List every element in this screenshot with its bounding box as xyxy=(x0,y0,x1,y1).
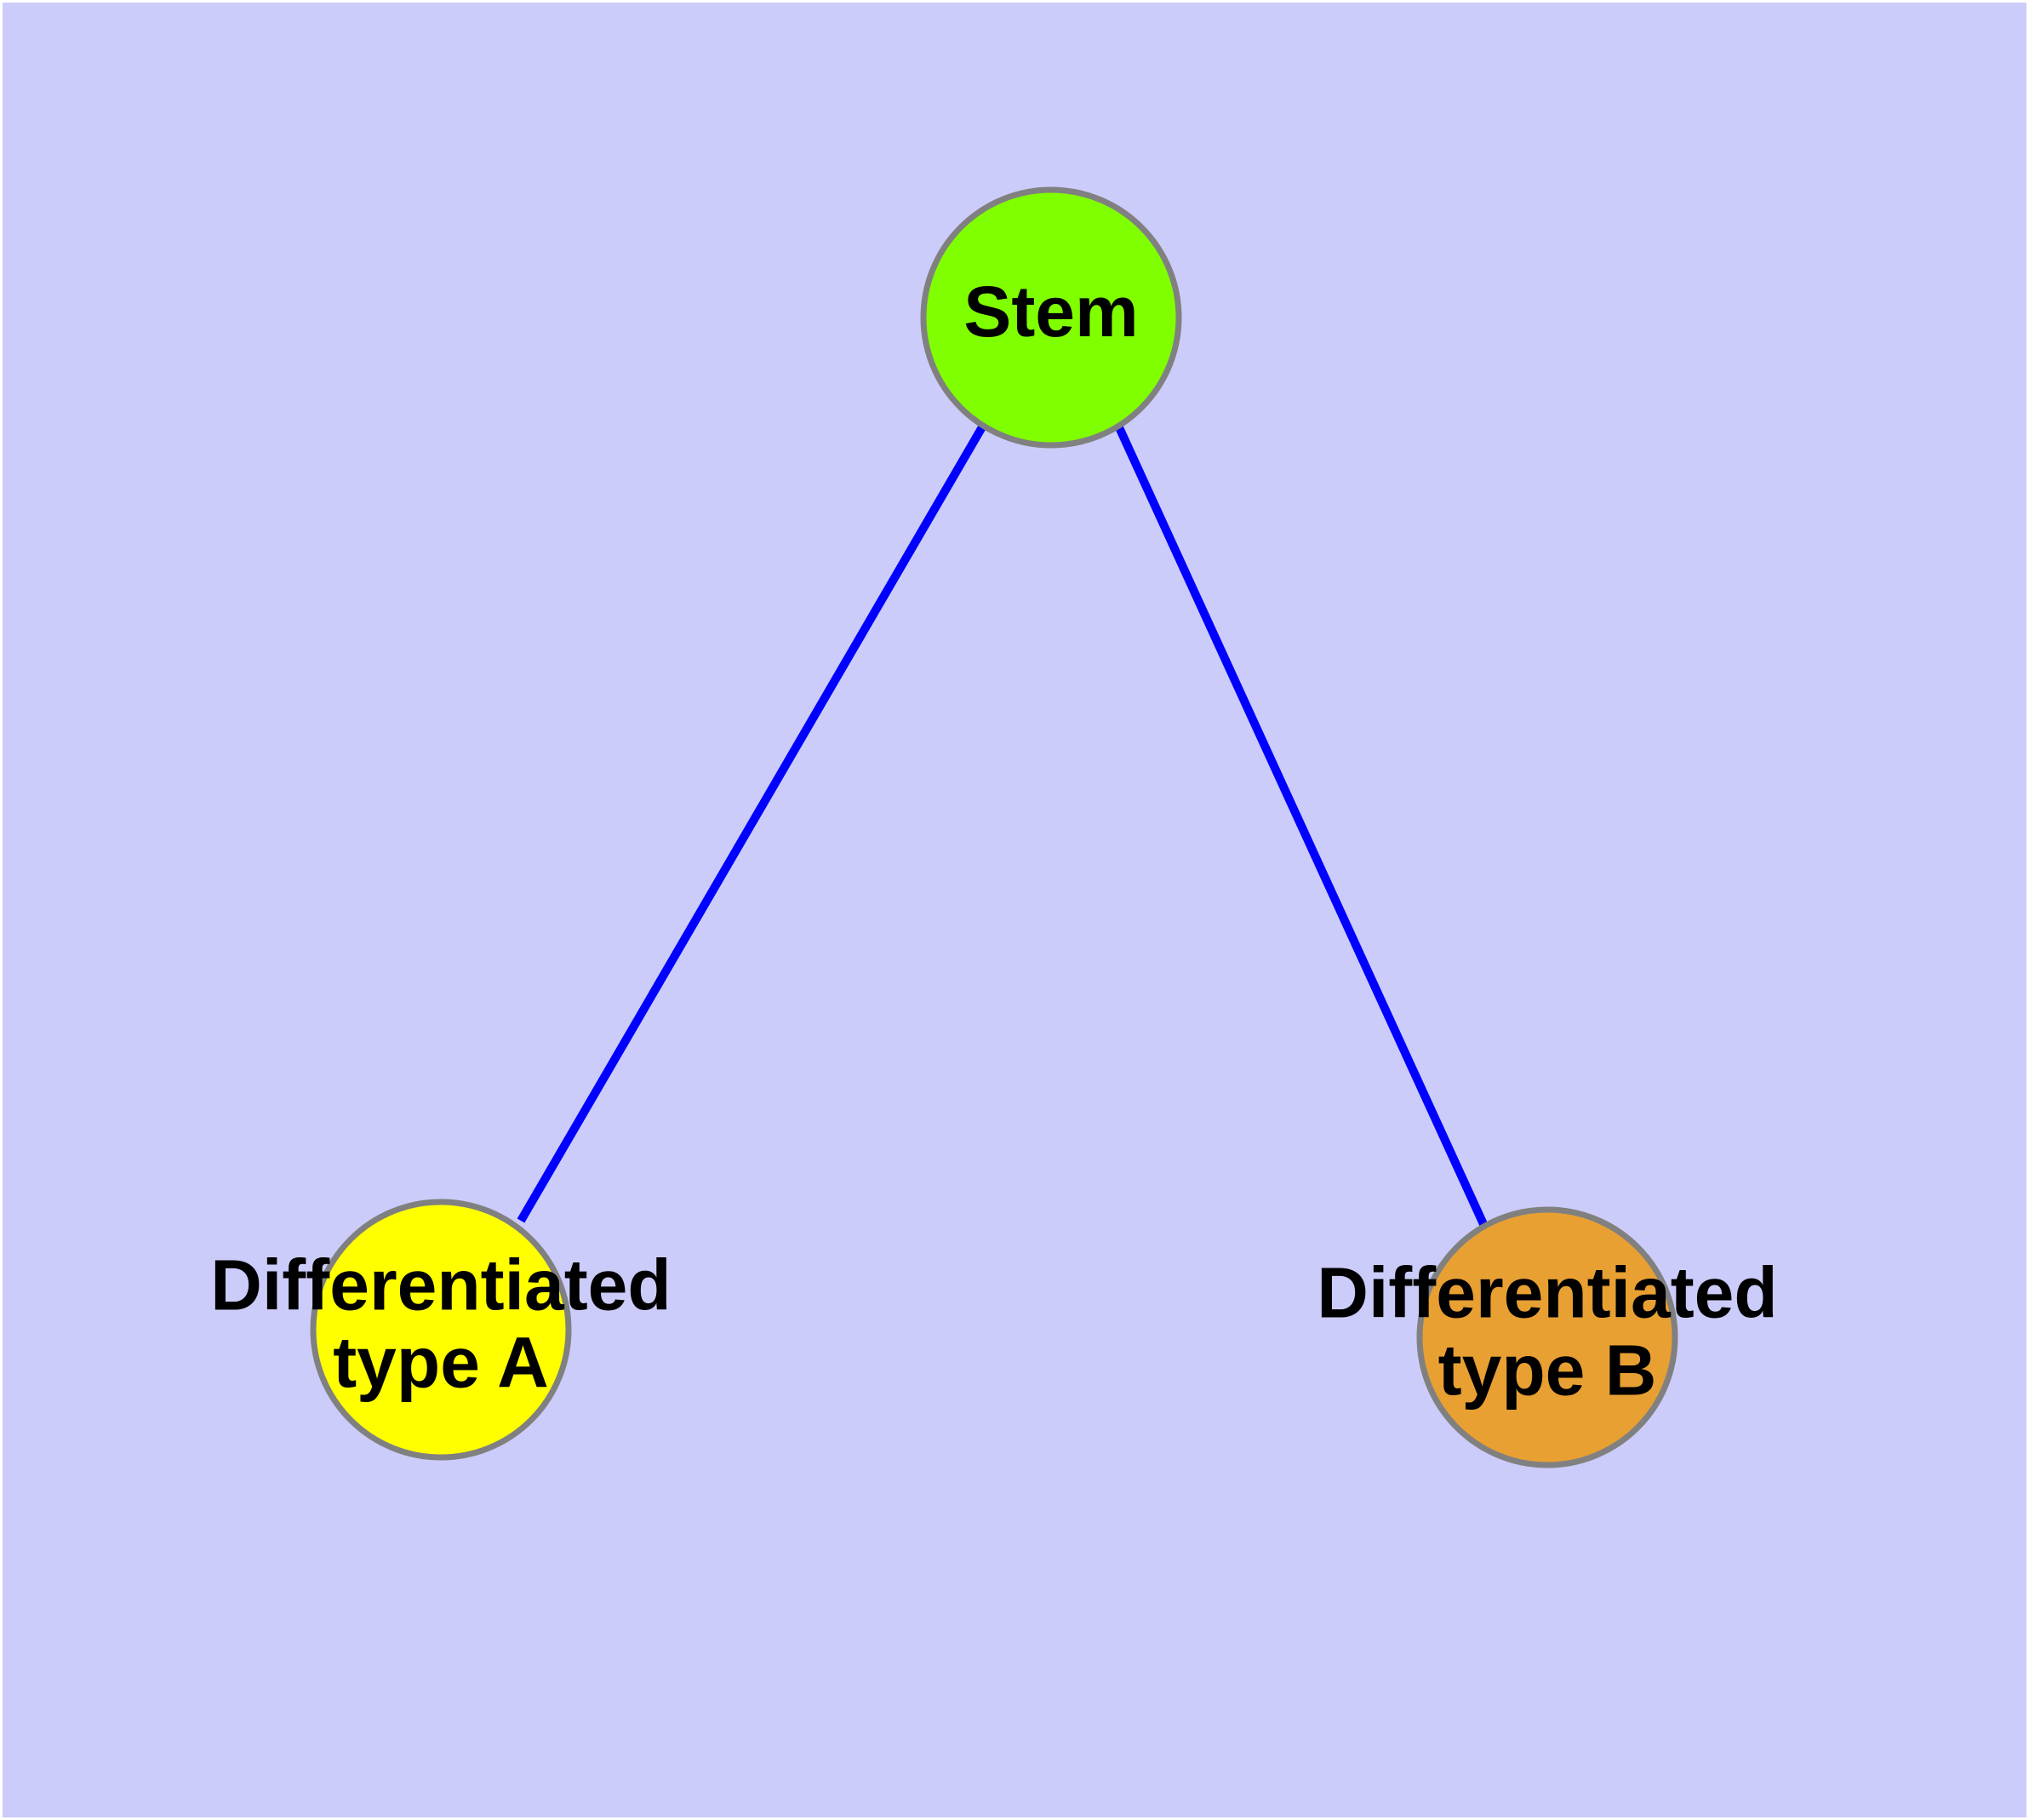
nodes-layer xyxy=(310,186,1678,1468)
edge-stem-to-differentiated-type-a[interactable] xyxy=(517,423,987,1223)
node-label-line: type B xyxy=(1438,1331,1657,1411)
edges-layer xyxy=(517,423,1488,1227)
edge-stem-to-differentiated-type-b[interactable] xyxy=(1114,423,1488,1227)
node-differentiated-type-a[interactable] xyxy=(310,1199,572,1461)
node-label-stem: Stem xyxy=(963,272,1138,352)
node-label-line: type A xyxy=(333,1323,549,1403)
node-label-line: Stem xyxy=(963,272,1138,352)
node-differentiated-type-b[interactable] xyxy=(1416,1206,1678,1468)
node-label-line: Differentiated xyxy=(1317,1253,1777,1333)
node-label-line: Differentiated xyxy=(210,1245,671,1325)
node-stem[interactable] xyxy=(920,186,1182,449)
